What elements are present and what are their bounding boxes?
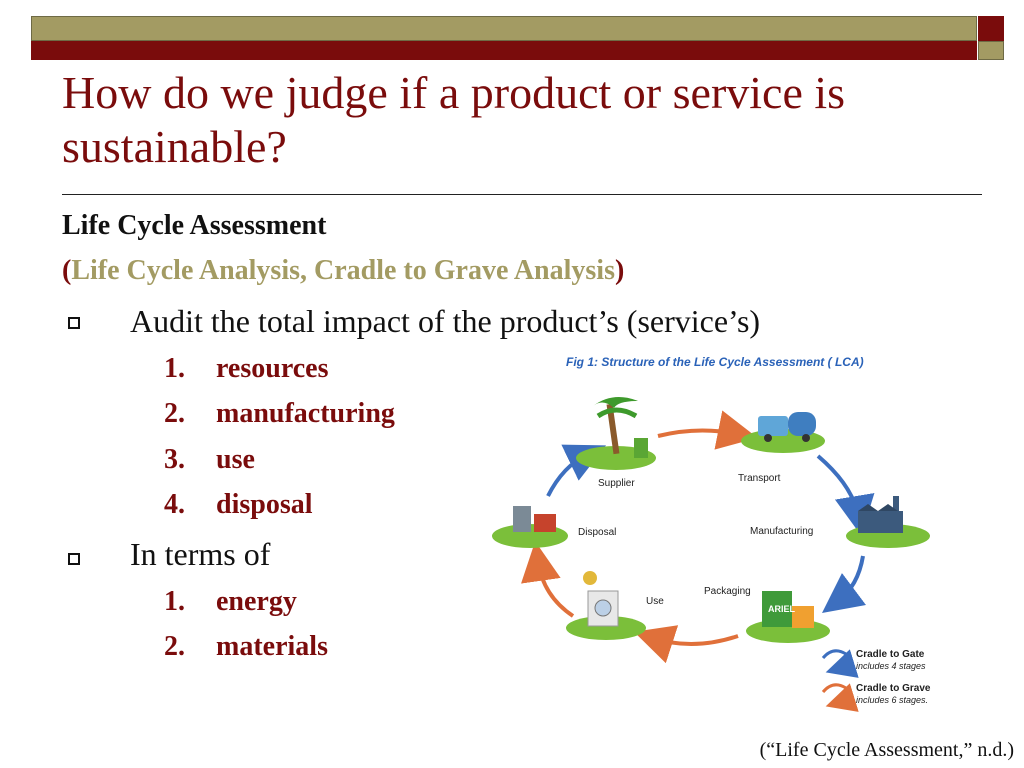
header-corner-olive	[978, 41, 1004, 60]
figure-caption: Fig 1: Structure of the Life Cycle Asses…	[566, 355, 864, 369]
svg-text:ARIEL: ARIEL	[768, 604, 796, 614]
lca-figure: Fig 1: Structure of the Life Cycle Asses…	[492, 355, 931, 712]
supplier-illustration	[576, 397, 656, 470]
bullet-audit: Audit the total impact of the product’s …	[130, 303, 761, 339]
header-corner-red	[978, 16, 1004, 41]
list-item-label: use	[216, 444, 255, 475]
list-item-number: 4.	[164, 489, 185, 520]
arrow-transport-manufacturing	[816, 454, 875, 536]
arrow-manufacturing-packaging	[822, 555, 867, 614]
list-item: 3. use	[164, 444, 255, 476]
header-bar-red	[31, 41, 977, 60]
stage-label: Transport	[738, 473, 781, 484]
arrow-packaging-use	[633, 625, 739, 664]
list-item-number: 2.	[164, 398, 185, 429]
list-item-number: 1.	[164, 353, 185, 384]
stage-label: Packaging	[704, 586, 751, 597]
stage-label: Manufacturing	[750, 526, 813, 537]
alternate-names-open: (	[62, 255, 72, 286]
list-item: 2. manufacturing	[164, 398, 395, 430]
alternate-names: (Life Cycle Analysis, Cradle to Grave An…	[62, 255, 624, 287]
list-item: 4. disposal	[164, 489, 313, 521]
disposal-illustration	[492, 506, 568, 548]
title-divider	[62, 194, 982, 195]
bullet-square-icon	[68, 553, 80, 565]
alternate-names-close: )	[614, 255, 625, 286]
legend-title: Cradle to Grave	[856, 683, 931, 694]
stage-label: Supplier	[598, 478, 635, 489]
stage-label: Use	[646, 596, 664, 607]
list-item-number: 2.	[164, 631, 185, 662]
list-item-label: disposal	[216, 489, 313, 520]
legend: Cradle to Gate includes 4 stages Cradle …	[821, 649, 931, 712]
list-item-number: 3.	[164, 444, 185, 475]
list-item-label: materials	[216, 631, 328, 662]
use-illustration	[566, 571, 646, 640]
list-item: 1. energy	[164, 586, 297, 618]
subtitle: Life Cycle Assessment	[62, 210, 327, 241]
alternate-names-text: Life Cycle Analysis, Cradle to Grave Ana…	[71, 255, 615, 286]
legend-desc: includes 6 stages.	[856, 695, 928, 705]
legend-desc: includes 4 stages	[856, 661, 926, 671]
arrow-use-disposal	[521, 541, 575, 618]
packaging-illustration: ARIEL	[746, 591, 830, 643]
legend-title: Cradle to Gate	[856, 649, 925, 660]
list-item-number: 1.	[164, 586, 185, 617]
stage-label: Disposal	[578, 527, 616, 538]
list-item: 2. materials	[164, 631, 328, 663]
transport-illustration	[741, 412, 825, 453]
bullet-in-terms-of: In terms of	[130, 536, 271, 572]
header-bar-olive	[31, 16, 977, 41]
list-item-label: resources	[216, 353, 329, 384]
list-item: 1. resources	[164, 353, 329, 385]
manufacturing-illustration	[846, 496, 930, 548]
bullet-square-icon	[68, 317, 80, 329]
slide-title: How do we judge if a product or service …	[62, 67, 846, 172]
citation: (“Life Cycle Assessment,” n.d.)	[759, 739, 1014, 761]
list-item-label: energy	[216, 586, 297, 617]
list-item-label: manufacturing	[216, 398, 395, 429]
arrow-supplier-transport	[657, 410, 758, 450]
